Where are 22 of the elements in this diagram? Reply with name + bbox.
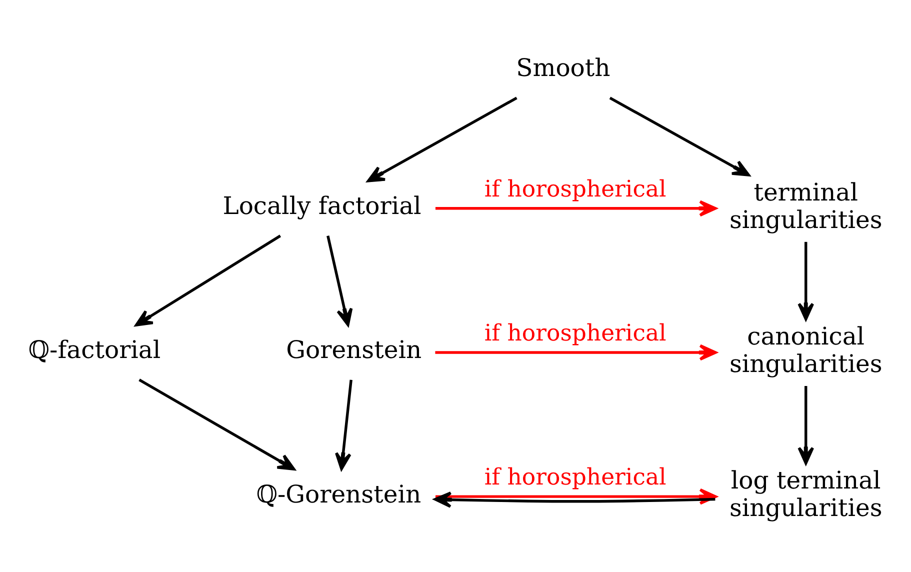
node-text: Gorenstein — [286, 334, 422, 364]
edge-label: if horospherical — [484, 464, 666, 490]
arrow — [434, 491, 716, 508]
arrow — [135, 234, 282, 326]
node-text: canonical singularities — [729, 321, 882, 378]
node-text: Locally factorial — [222, 190, 422, 220]
arrow — [138, 378, 296, 470]
edge-label: if horospherical — [484, 176, 666, 202]
edge-label: if horospherical — [484, 320, 666, 346]
arrow — [609, 96, 750, 176]
arrow — [435, 200, 717, 216]
arrow — [798, 241, 814, 320]
arrow — [335, 379, 352, 470]
node-text: Smooth — [516, 52, 610, 82]
node-text: ℚ-factorial — [28, 334, 161, 364]
arrow — [326, 234, 353, 326]
arrow — [798, 386, 814, 464]
arrow — [367, 96, 518, 182]
arrow — [435, 344, 717, 360]
node-text: terminal singularities — [729, 177, 882, 234]
node-text: ℚ-Gorenstein — [256, 478, 422, 508]
node-text: log terminal singularities — [729, 465, 882, 522]
